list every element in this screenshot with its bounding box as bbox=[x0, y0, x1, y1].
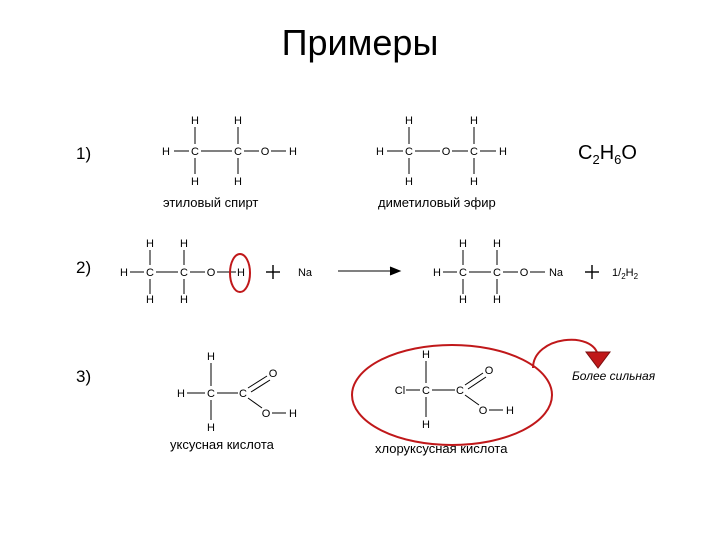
svg-text:O: O bbox=[485, 365, 494, 377]
svg-text:H: H bbox=[180, 238, 188, 250]
svg-text:O: O bbox=[442, 146, 451, 158]
svg-text:H: H bbox=[234, 176, 242, 188]
svg-text:C: C bbox=[234, 146, 242, 158]
svg-text:H: H bbox=[405, 176, 413, 188]
svg-text:H: H bbox=[237, 267, 245, 279]
svg-text:H: H bbox=[459, 294, 467, 306]
svg-text:H: H bbox=[289, 146, 297, 158]
svg-text:Na: Na bbox=[549, 267, 564, 279]
svg-text:H: H bbox=[470, 176, 478, 188]
caption-dimethyl-ether: диметиловый эфир bbox=[378, 195, 496, 210]
svg-text:H: H bbox=[191, 115, 199, 127]
svg-text:H: H bbox=[146, 238, 154, 250]
svg-text:C: C bbox=[405, 146, 413, 158]
svg-text:Na: Na bbox=[298, 267, 313, 279]
svg-text:C: C bbox=[422, 385, 430, 397]
svg-text:C: C bbox=[191, 146, 199, 158]
svg-text:H: H bbox=[506, 405, 514, 417]
svg-text:O: O bbox=[520, 267, 529, 279]
svg-text:H: H bbox=[493, 294, 501, 306]
svg-text:H: H bbox=[289, 408, 297, 420]
svg-text:C: C bbox=[180, 267, 188, 279]
svg-text:H: H bbox=[459, 238, 467, 250]
svg-text:C: C bbox=[239, 388, 247, 400]
item-number-1: 1) bbox=[76, 144, 92, 163]
svg-text:H: H bbox=[207, 422, 215, 434]
svg-text:Cl: Cl bbox=[395, 385, 405, 397]
item-number-2: 2) bbox=[76, 258, 92, 277]
svg-text:H: H bbox=[120, 267, 128, 279]
svg-text:H: H bbox=[470, 115, 478, 127]
svg-text:H: H bbox=[405, 115, 413, 127]
svg-text:C: C bbox=[146, 267, 154, 279]
svg-text:H: H bbox=[177, 388, 185, 400]
chloroacetic-highlight-ring bbox=[351, 344, 553, 446]
svg-text:O: O bbox=[261, 146, 270, 158]
svg-text:C: C bbox=[470, 146, 478, 158]
svg-text:O: O bbox=[479, 405, 488, 417]
oh-highlight-ring bbox=[229, 253, 251, 293]
svg-text:H: H bbox=[376, 146, 384, 158]
stronger-arrow-head bbox=[585, 351, 611, 369]
svg-text:H: H bbox=[499, 146, 507, 158]
slide-title: Примеры bbox=[281, 22, 439, 63]
svg-text:H: H bbox=[180, 294, 188, 306]
svg-text:O: O bbox=[262, 408, 271, 420]
stronger-acid-label: Более сильная bbox=[572, 369, 656, 383]
svg-text:H: H bbox=[234, 115, 242, 127]
svg-text:H: H bbox=[207, 351, 215, 363]
svg-text:H: H bbox=[422, 349, 430, 361]
svg-text:H: H bbox=[146, 294, 154, 306]
svg-text:C: C bbox=[493, 267, 501, 279]
svg-text:H: H bbox=[433, 267, 441, 279]
svg-text:C: C bbox=[207, 388, 215, 400]
hydrogen-half: 1/2H2 bbox=[612, 267, 639, 281]
caption-ethanol: этиловый спирт bbox=[163, 195, 259, 210]
molecular-formula: C2H6O bbox=[578, 142, 637, 167]
svg-text:H: H bbox=[162, 146, 170, 158]
svg-text:O: O bbox=[207, 267, 216, 279]
svg-text:H: H bbox=[422, 419, 430, 431]
svg-text:O: O bbox=[269, 368, 278, 380]
svg-text:C: C bbox=[456, 385, 464, 397]
caption-acetic-acid: уксусная кислота bbox=[170, 437, 274, 452]
svg-text:C: C bbox=[459, 267, 467, 279]
stronger-arrow-curve bbox=[532, 338, 599, 369]
item-number-3: 3) bbox=[76, 367, 92, 386]
svg-text:H: H bbox=[493, 238, 501, 250]
svg-text:H: H bbox=[191, 176, 199, 188]
